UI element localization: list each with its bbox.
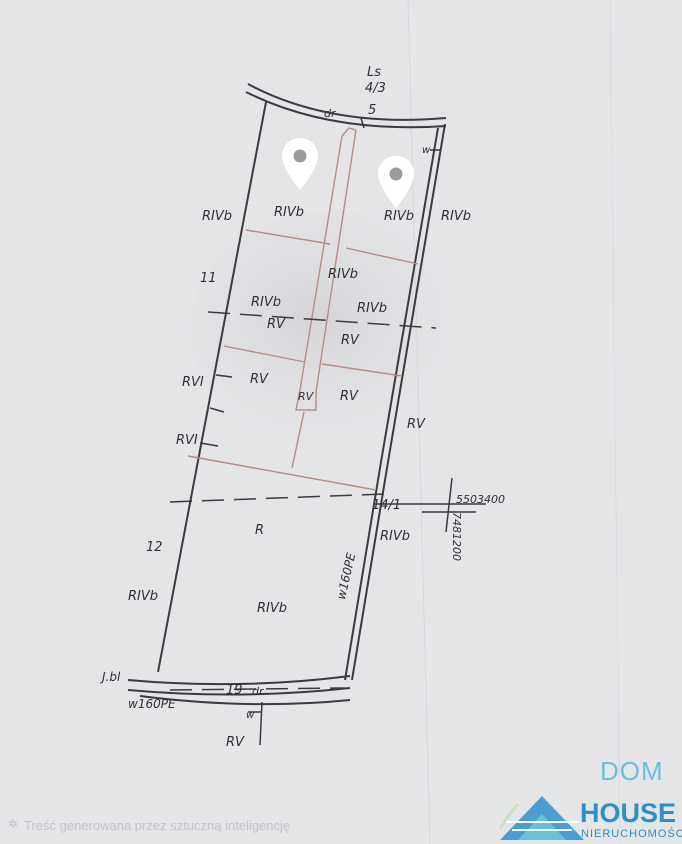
- map-pin-icon: [282, 138, 318, 190]
- label-w-bottom: w: [246, 710, 255, 721]
- label-rivb-center-low: RIVb: [257, 601, 288, 616]
- boundary-ticks: [199, 117, 440, 447]
- label-w-top: w: [422, 145, 431, 156]
- coordinate-cross: [374, 477, 486, 533]
- parcel-boundary: [157, 101, 446, 681]
- label-j-bl: J.bl: [102, 670, 121, 684]
- house-icon: [500, 796, 584, 840]
- label-rivb-left-top: RIVb: [202, 209, 233, 224]
- label-rivb-right-top: RIVb: [441, 209, 472, 224]
- paper-fold: [407, 0, 431, 844]
- label-rivb-left-low: RIVb: [128, 589, 159, 604]
- label-rivb-mid: RIVb: [328, 267, 359, 282]
- label-rv-bottom: RV: [226, 735, 244, 750]
- label-pipe-bottom: w160PE: [128, 697, 176, 711]
- paper-shadow: [190, 210, 470, 450]
- label-rv-far-right: RV: [407, 417, 425, 432]
- label-rivb-plot-left: RIVb: [274, 205, 305, 220]
- lot-lines: [187, 127, 419, 491]
- label-rivb-mid-right: RIVb: [357, 301, 388, 316]
- location-pin-right[interactable]: [376, 154, 416, 210]
- label-rv-right: RV: [340, 389, 358, 404]
- label-parcel-14-1: 14/1: [372, 498, 402, 513]
- label-top-dr: dr: [324, 107, 336, 120]
- ai-watermark-text: Treść generowana przez sztuczną intelige…: [24, 818, 291, 833]
- label-top-parcel: 5: [368, 103, 377, 118]
- label-rv-left: RV: [250, 372, 268, 387]
- bottom-road: [127, 675, 351, 706]
- label-rivb-mid-left: RIVb: [251, 295, 282, 310]
- label-coord-y: 7481200: [450, 512, 463, 561]
- paper-fold: [609, 0, 621, 844]
- domhouse-logo: [500, 796, 584, 840]
- label-ls: Ls: [367, 65, 382, 80]
- bottom-connector: [248, 701, 263, 746]
- label-bottom-parcel: 19: [226, 683, 243, 698]
- label-rv-mid-left: RV: [267, 317, 285, 332]
- label-num-11: 11: [200, 271, 217, 286]
- label-rvi-lower: RVI: [176, 433, 198, 448]
- top-road: [245, 83, 447, 129]
- label-bottom-dr: dr: [252, 685, 264, 698]
- label-rv-mid-right: RV: [341, 333, 359, 348]
- label-rivb-right-low: RIVb: [380, 529, 411, 544]
- label-num-12: 12: [146, 540, 163, 555]
- logo-dom: DOM: [600, 756, 664, 786]
- dashed-lines: [169, 311, 437, 691]
- label-rvi-upper: RVI: [182, 375, 204, 390]
- sparkle-icon: ✲: [8, 817, 19, 831]
- logo-house: HOUSE: [580, 798, 677, 828]
- label-coord-x: 5503400: [456, 493, 505, 506]
- label-r-class: R: [255, 523, 265, 538]
- label-ls-parcel: 4/3: [365, 81, 386, 96]
- location-pin-left[interactable]: [280, 136, 320, 192]
- logo-subtitle: NIERUCHOMOŚCI: [581, 828, 682, 840]
- label-rv-road: RV: [298, 390, 314, 403]
- map-pin-icon: [378, 156, 414, 208]
- label-rivb-plot-right: RIVb: [384, 209, 415, 224]
